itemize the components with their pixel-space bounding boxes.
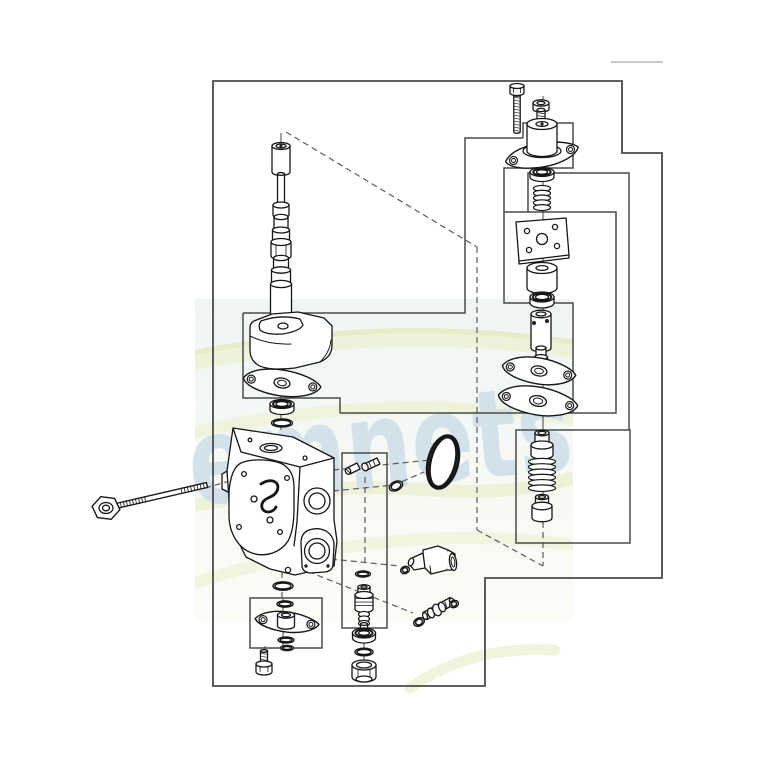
control-spool [269, 171, 293, 318]
bottom-plate-oring [276, 600, 294, 608]
solenoid-cap [504, 117, 579, 169]
poppet-lower [531, 493, 553, 523]
gasket-plate-left [242, 368, 322, 398]
diagram-parts [91, 82, 579, 683]
bottom-bolt [255, 649, 273, 676]
washer-right [529, 166, 555, 183]
valve-body [221, 427, 338, 576]
grub-screw-large [361, 457, 381, 472]
relief-oring [354, 570, 372, 578]
relief-valve [354, 583, 374, 631]
gasket-plate-right-1 [501, 356, 577, 386]
bushing [526, 261, 558, 295]
right-box-1 [527, 172, 630, 430]
elbow-oring [399, 565, 411, 575]
bottom-plate [254, 610, 320, 634]
dash-diagonal-1 [285, 131, 478, 248]
mounting-bolt-left [91, 481, 209, 520]
poppet-upper [530, 429, 554, 460]
spool-guide-block [249, 311, 333, 370]
fitting-oring-right [448, 599, 460, 609]
lock-washer-left [269, 398, 295, 416]
body-oring [272, 581, 294, 591]
elbow-fitting [407, 545, 458, 575]
plug-mid [351, 659, 377, 683]
grub-screw-small [344, 462, 361, 475]
left-box-1 [242, 313, 341, 413]
dash-ray-fitting [298, 567, 414, 614]
straight-fitting [421, 596, 456, 621]
bottom-plate-box [249, 597, 323, 649]
spring-large [527, 457, 557, 493]
outer-border [212, 80, 663, 687]
cap-bolt [509, 82, 525, 134]
oring-mid [354, 647, 374, 657]
bottom-plate-oring-3 [279, 644, 295, 652]
bearing-ring [529, 291, 555, 309]
mid-tall-box [341, 452, 388, 629]
oring-left [270, 418, 294, 428]
connector-line [243, 137, 523, 314]
spring-box [515, 429, 631, 544]
spring-small [532, 184, 552, 212]
lock-nut-mid [351, 627, 377, 644]
mid-box [340, 211, 617, 414]
dash-ray-elbow [300, 555, 401, 567]
fitting-oring-left [413, 616, 425, 628]
bottom-plate-oring-2 [277, 636, 295, 644]
button-screw [532, 99, 550, 121]
large-oring [425, 434, 461, 490]
dash-bolt-axis [204, 478, 238, 489]
small-oring [388, 480, 404, 492]
spool-cap [271, 141, 291, 177]
gasket-plate-right-2 [497, 385, 579, 417]
pilot-plate [515, 217, 570, 265]
dash-diagonal-2 [476, 529, 544, 567]
